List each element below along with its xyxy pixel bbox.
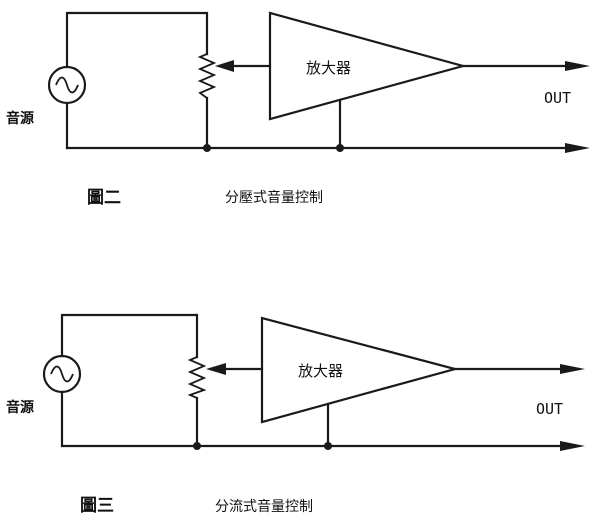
figure-number: 圖二 [87,188,121,208]
wiper-arrow-icon [206,363,226,375]
amplifier-icon [260,316,460,424]
junction-dot [193,442,201,450]
source-label: 音源 [6,110,34,127]
potentiometer-icon [197,53,217,99]
figure-caption: 分流式音量控制 [215,498,313,515]
ground-arrow-icon [565,143,590,153]
junction-dot [336,144,344,152]
figure-shunt: 音源 放大器 OUT 圖三 分流式音量控制 [6,313,585,516]
figure-voltage-divider: 音源 放大器 OUT 圖二 分壓式音量控制 [6,11,590,208]
ac-source-icon [42,354,82,394]
ground-arrow-icon [560,441,585,451]
sine-wave-icon [50,365,74,383]
junction-dot [324,442,332,450]
output-label: OUT [544,89,571,107]
ac-source-icon [47,65,87,105]
amplifier-label: 放大器 [306,59,351,77]
junction-dot [203,144,211,152]
output-arrow-icon [560,364,585,374]
sine-wave-icon [55,76,79,94]
amplifier-label: 放大器 [298,362,343,380]
input-top-wire [60,313,199,359]
input-top-wire [65,11,209,68]
amplifier-icon [268,11,468,121]
output-label: OUT [536,400,563,418]
figure-number: 圖三 [80,496,114,516]
source-label: 音源 [6,399,34,416]
figure-caption: 分壓式音量控制 [225,189,323,206]
wiper-arrow-icon [215,60,234,72]
output-arrow-icon [565,61,590,71]
potentiometer-icon [187,356,207,399]
